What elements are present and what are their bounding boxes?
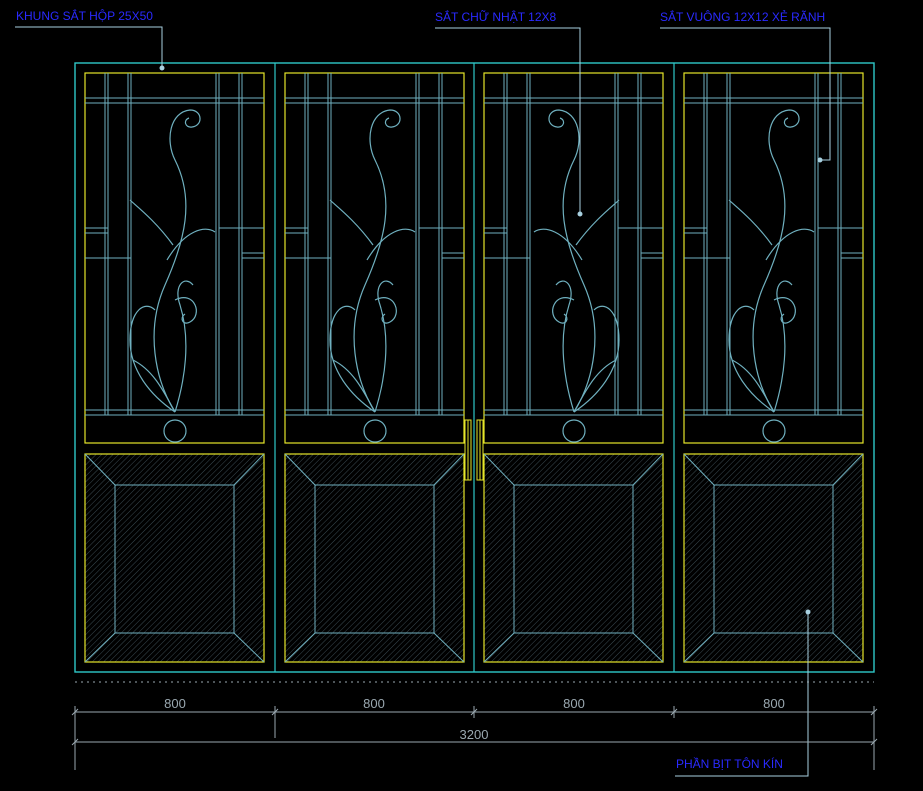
leader-frame-dot [159, 65, 165, 71]
label-frame: KHUNG SẮT HỘP 25X50 [16, 8, 153, 23]
dim-leaf-4: 800 [763, 696, 785, 711]
scroll-ornament [329, 109, 416, 443]
gate-leaf [473, 63, 664, 672]
leader-panel-dot [805, 609, 811, 615]
label-panel: PHẦN BỊT TÔN KÍN [676, 756, 783, 771]
scroll-ornament [533, 109, 620, 443]
leader-lines [15, 26, 831, 777]
leader-panel [675, 612, 809, 777]
gate-leaf [274, 63, 465, 672]
gate-leaf [84, 72, 265, 663]
label-flat-bar: SẮT CHỮ NHẬT 12X8 [435, 9, 557, 24]
leader-square-bar-dot [817, 157, 823, 163]
scroll-ornament [129, 109, 216, 443]
grille-bars [85, 73, 264, 416]
leader-flat-bar [435, 27, 581, 214]
dimension-lines [71, 681, 878, 770]
dim-total: 3200 [460, 727, 489, 742]
leader-square-bar [660, 27, 831, 161]
scroll-ornament [728, 109, 815, 443]
grille-bars [484, 73, 663, 416]
solid-panel [284, 453, 465, 663]
dim-leaf-2: 800 [363, 696, 385, 711]
leader-frame [15, 26, 163, 68]
grille-bars [285, 73, 464, 416]
gate-leaf [673, 63, 864, 672]
label-square-bar: SẮT VUÔNG 12X12 XẺ RÃNH [660, 9, 825, 24]
grille-bars [684, 73, 863, 416]
solid-panel [683, 453, 864, 663]
dim-leaf-1: 800 [164, 696, 186, 711]
leader-flat-bar-dot [577, 211, 583, 217]
gate-leaves [84, 63, 864, 672]
solid-panel [84, 453, 265, 663]
door-handle [464, 419, 484, 481]
dim-leaf-3: 800 [563, 696, 585, 711]
solid-panel [483, 453, 664, 663]
